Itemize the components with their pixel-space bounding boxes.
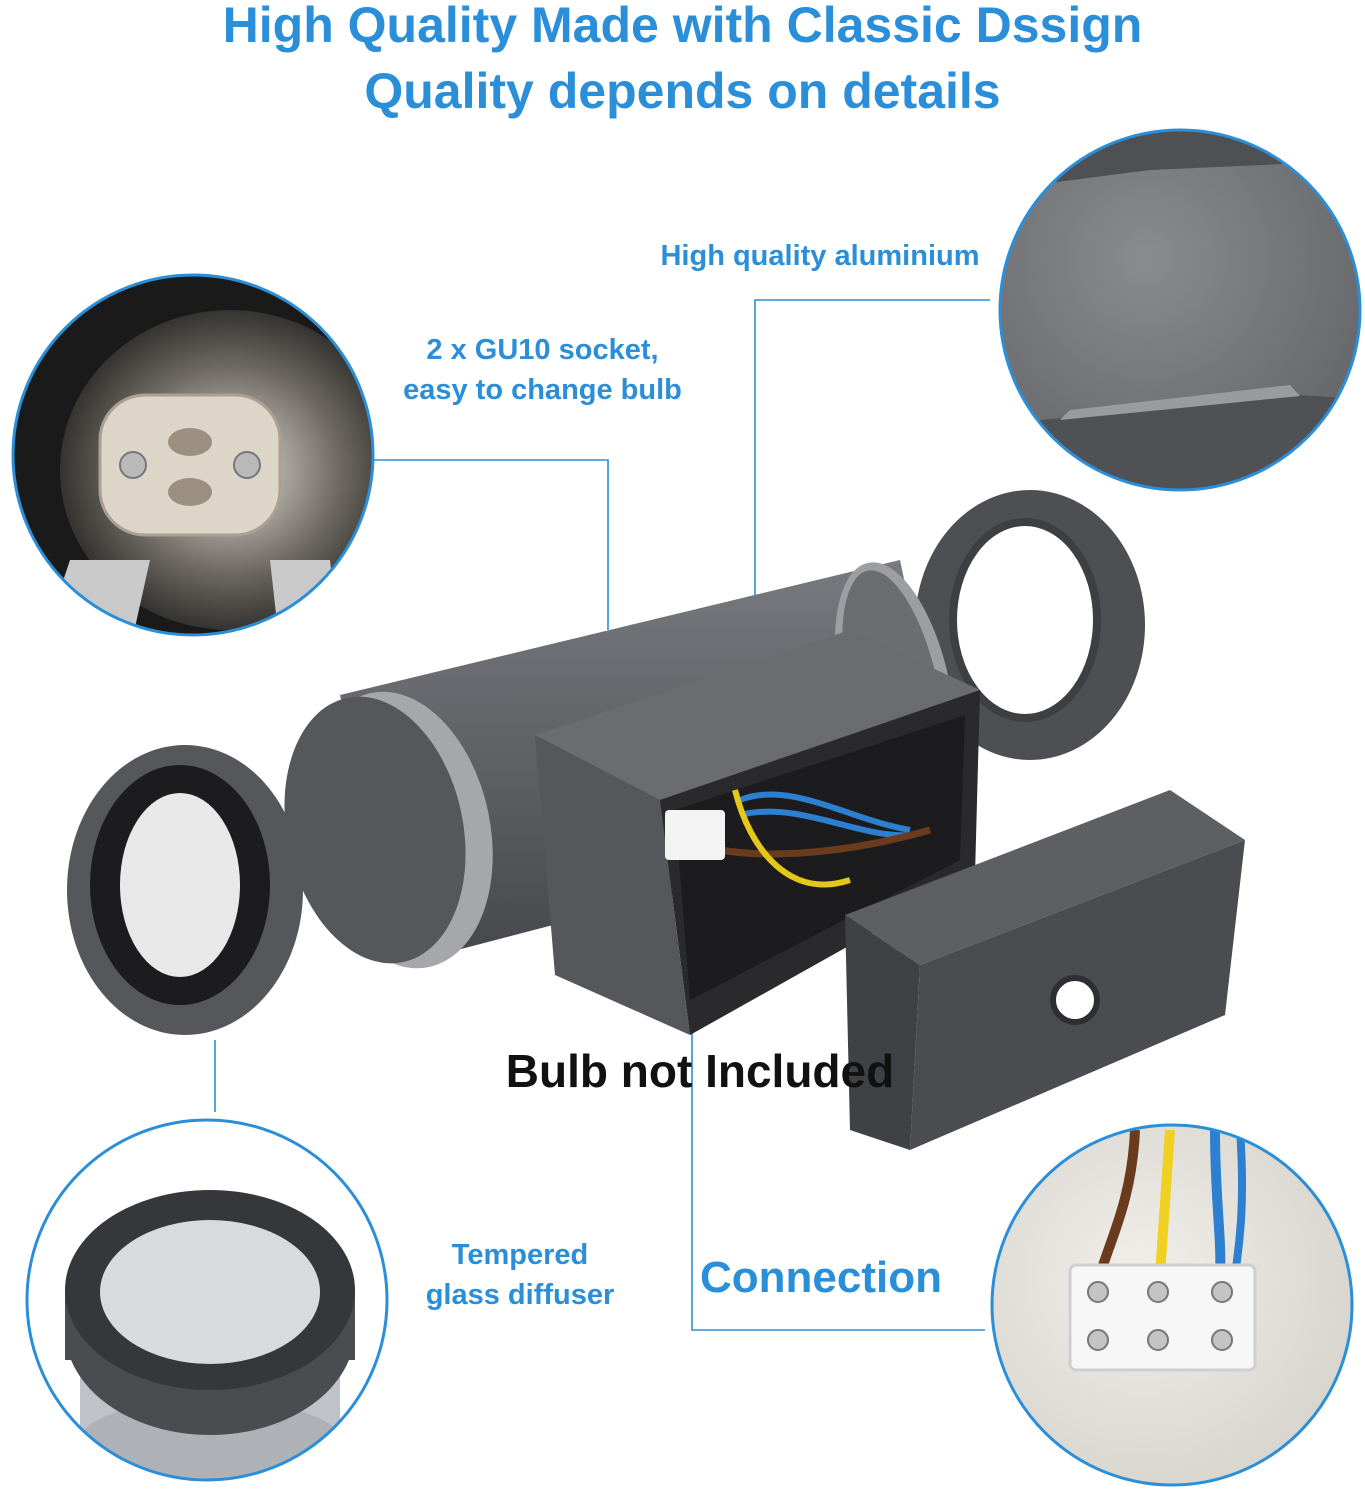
glass-callout: Tempered glass diffuser	[400, 1235, 640, 1315]
cover-plate	[845, 790, 1245, 1150]
socket-circle-border	[11, 273, 375, 637]
socket-detail-circle	[13, 275, 373, 635]
page-title: High Quality Made with Classic Dssign	[222, 0, 1143, 53]
socket-callout-line2: easy to change bulb	[403, 374, 682, 406]
page-subtitle: Quality depends on details	[364, 63, 1001, 119]
glass-detail-circle	[27, 1120, 387, 1480]
glass-callout-line2: glass diffuser	[425, 1279, 615, 1311]
junction-box	[535, 630, 980, 1035]
socket-callout: 2 x GU10 socket, easy to change bulb	[365, 330, 720, 410]
aluminium-circle-border	[998, 128, 1362, 492]
left-ring	[67, 745, 303, 1035]
connection-callout: Connection	[700, 1253, 942, 1302]
glass-circle-border	[25, 1118, 389, 1482]
connection-circle-border	[990, 1123, 1354, 1487]
connection-detail-circle	[992, 1125, 1352, 1485]
aluminium-callout: High quality aluminium	[660, 240, 980, 272]
glass-callout-line1: Tempered	[451, 1239, 589, 1271]
bulb-note: Bulb not Included	[505, 1045, 895, 1097]
aluminium-detail-circle	[1000, 130, 1360, 490]
socket-callout-line1: 2 x GU10 socket,	[426, 334, 659, 366]
